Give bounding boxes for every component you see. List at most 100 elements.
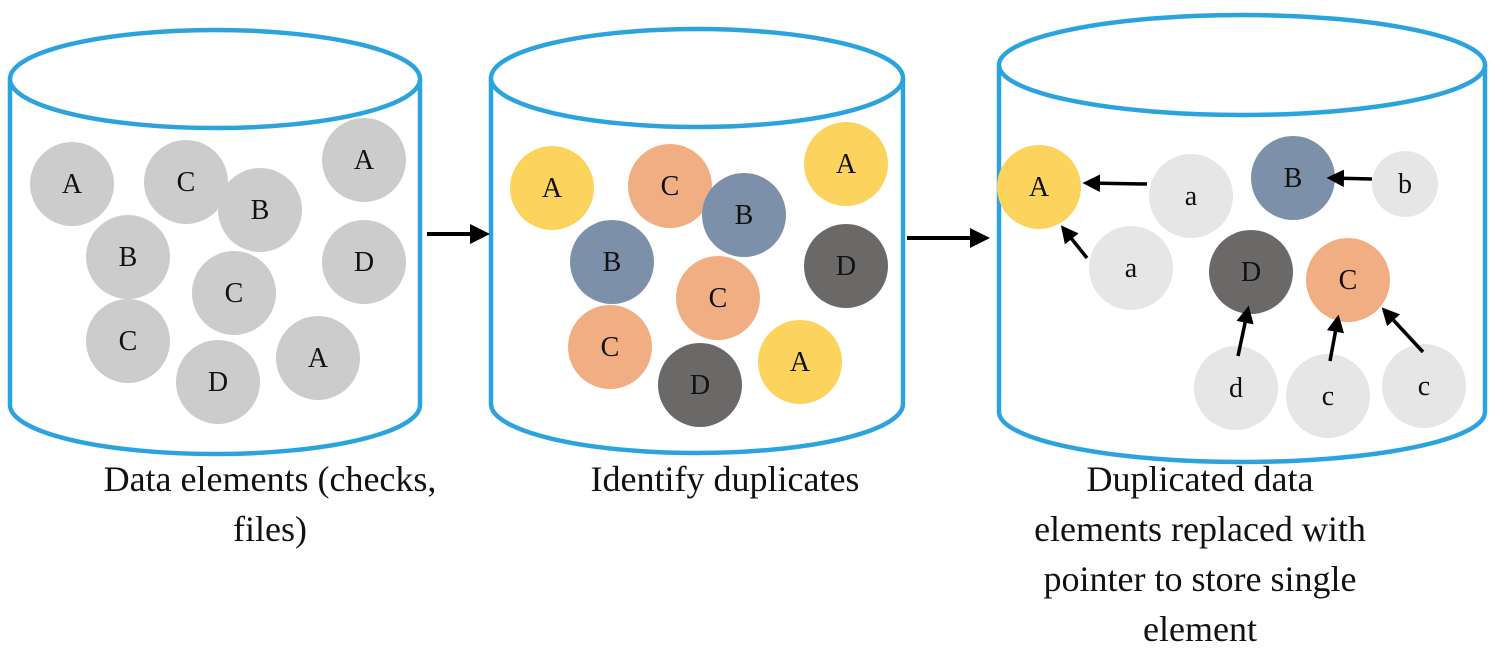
ball-label: A	[1029, 172, 1050, 203]
ball-C: C	[192, 251, 276, 335]
ball-label: A	[790, 347, 811, 378]
pointer-arrows	[1060, 169, 1425, 362]
ball-label: D	[690, 370, 710, 401]
ball-B: B	[1251, 136, 1335, 220]
ball-C: C	[628, 144, 712, 228]
ball-C: C	[86, 299, 170, 383]
ball-circle	[1306, 238, 1390, 322]
ball-label: D	[836, 251, 856, 282]
ball-label: B	[735, 200, 754, 231]
ball-A: A	[276, 316, 360, 400]
caption-line: pointer to store single	[1043, 559, 1357, 599]
caption-identify-duplicates: Identify duplicates	[475, 454, 975, 504]
ball-label: B	[251, 195, 270, 226]
ball-circle	[322, 118, 406, 202]
ball-label: D	[354, 247, 374, 278]
ball-circle	[628, 144, 712, 228]
ball-label: C	[661, 171, 680, 202]
ball-circle	[86, 215, 170, 299]
caption-data-elements: Data elements (checks, files)	[20, 454, 520, 554]
ball-A: A	[758, 320, 842, 404]
caption-line: Data elements (checks,	[103, 459, 437, 499]
ball-B: B	[702, 173, 786, 257]
ball-C: C	[144, 140, 228, 224]
ball-label: A	[62, 169, 83, 200]
ball-A: A	[322, 118, 406, 202]
ball-label: A	[836, 149, 857, 180]
ball-circle	[568, 305, 652, 389]
ball-D: D	[322, 220, 406, 304]
ball-label: c	[1322, 381, 1334, 412]
ball-A: A	[997, 145, 1081, 229]
ball-circle	[1251, 136, 1335, 220]
ball-D: D	[804, 224, 888, 308]
ball-circle	[30, 142, 114, 226]
ball-B: B	[570, 220, 654, 304]
ball-C: C	[1306, 238, 1390, 322]
caption-line: Identify duplicates	[590, 459, 860, 499]
ball-circle	[144, 140, 228, 224]
ball-circle	[1382, 344, 1466, 428]
ball-A: A	[510, 146, 594, 230]
ball-circle	[804, 122, 888, 206]
ball-label: a	[1185, 181, 1198, 212]
ball-label: A	[354, 145, 375, 176]
cylinder-lid	[7, 27, 423, 131]
caption-line: element	[1143, 609, 1257, 649]
ball-circle	[218, 168, 302, 252]
ball-label: D	[1241, 257, 1261, 288]
ball-label: C	[225, 278, 244, 309]
ball-B: B	[86, 215, 170, 299]
ball-circle	[1209, 230, 1293, 314]
ball-label: A	[542, 173, 563, 204]
ball-D: D	[658, 343, 742, 427]
caption-line: Duplicated data	[1086, 459, 1314, 499]
ball-circle	[676, 256, 760, 340]
ball-label: A	[308, 343, 329, 374]
ball-circle	[658, 343, 742, 427]
ball-D: D	[176, 340, 260, 424]
ball-circle	[322, 220, 406, 304]
ball-circle	[1372, 151, 1438, 217]
ball-label: C	[709, 283, 728, 314]
pointer-arrow	[1326, 314, 1345, 362]
ball-circle	[176, 340, 260, 424]
ball-label: a	[1125, 253, 1138, 284]
ball-label: b	[1398, 169, 1412, 200]
pointer-arrow	[1082, 174, 1148, 192]
ball-circle	[1149, 154, 1233, 238]
ball-b: b	[1372, 151, 1438, 217]
ball-circle	[1286, 354, 1370, 438]
cylinder-lid	[996, 12, 1488, 118]
ball-circle	[997, 145, 1081, 229]
caption-line: files)	[233, 509, 307, 549]
ball-a: a	[1149, 154, 1233, 238]
ball-d: d	[1194, 346, 1278, 430]
pointer-arrow	[1326, 169, 1373, 188]
ball-circle	[804, 224, 888, 308]
ball-a: a	[1089, 226, 1173, 310]
pointer-arrow	[1236, 305, 1254, 357]
ball-circle	[510, 146, 594, 230]
ball-label: d	[1229, 373, 1243, 404]
pointer-arrow	[1381, 307, 1425, 354]
ball-circle	[1194, 346, 1278, 430]
ball-c: c	[1286, 354, 1370, 438]
ball-label: B	[1284, 163, 1303, 194]
ball-label: C	[601, 332, 620, 363]
ball-label: B	[603, 247, 622, 278]
ball-C: C	[568, 305, 652, 389]
ball-C: C	[676, 256, 760, 340]
ball-label: B	[119, 242, 138, 273]
ball-circle	[192, 251, 276, 335]
caption-line: elements replaced with	[1034, 509, 1366, 549]
ball-circle	[86, 299, 170, 383]
ball-label: C	[1339, 265, 1358, 296]
caption-pointers: Duplicated data elements replaced with p…	[950, 454, 1450, 654]
cylinder-lid	[488, 26, 906, 130]
ball-label: D	[208, 367, 228, 398]
ball-circle	[758, 320, 842, 404]
ball-circle	[570, 220, 654, 304]
